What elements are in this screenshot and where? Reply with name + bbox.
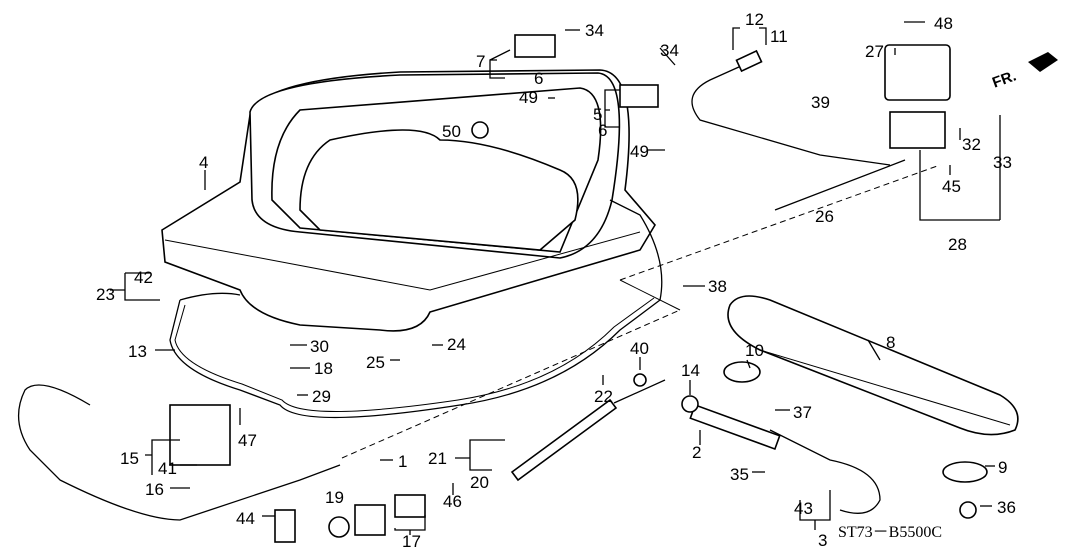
diagram-code: ST73－B5500C: [838, 524, 942, 541]
brake-light: [689, 404, 781, 450]
label-14: 14: [681, 361, 700, 380]
label-6: 6: [598, 121, 607, 140]
gas-strut: [510, 398, 618, 482]
label-11: 11: [770, 27, 788, 46]
bracket-9: [942, 461, 988, 483]
label-5: 5: [593, 105, 602, 124]
label-49: 49: [519, 88, 538, 107]
clip-36: [959, 501, 977, 519]
label-7: 7: [476, 52, 485, 71]
label-32: 32: [962, 135, 981, 154]
spoiler: [727, 295, 1019, 436]
label-19: 19: [325, 488, 344, 507]
label-15: 15: [120, 449, 139, 468]
label-50: 50: [442, 122, 461, 141]
label-3: 3: [818, 531, 827, 550]
label-43: 43: [794, 499, 813, 518]
opener-cable: [17, 384, 341, 521]
label-38: 38: [708, 277, 727, 296]
label-16: 16: [145, 480, 164, 499]
label-13: 13: [128, 342, 147, 361]
label-48: 48: [934, 14, 953, 33]
bracket-10: [723, 361, 761, 383]
label-20: 20: [470, 473, 489, 492]
latch-28: [889, 111, 946, 149]
label-30: 30: [310, 337, 329, 356]
label-41: 41: [158, 459, 177, 478]
part-labels: 34 7 6 49 50 34 5 6 49 12 11 39 48 27 32…: [96, 10, 1016, 551]
weatherstrip: [169, 199, 663, 419]
latch-cover-27: [884, 44, 951, 101]
label-6: 6: [534, 69, 543, 88]
label-44: 44: [236, 509, 255, 528]
cylinder-17b: [394, 494, 426, 518]
label-34: 34: [585, 21, 604, 40]
label-34: 34: [660, 41, 679, 60]
leader-lines: [110, 21, 1001, 535]
label-23: 23: [96, 285, 115, 304]
pad-44: [274, 509, 296, 543]
label-45: 45: [942, 177, 961, 196]
label-36: 36: [997, 498, 1016, 517]
label-33: 33: [993, 153, 1012, 172]
hinge-part-7: [514, 34, 556, 58]
lock-assembly-15: [169, 404, 231, 466]
label-27: 27: [865, 42, 884, 61]
hinge-part-5: [619, 84, 659, 108]
label-22: 22: [594, 387, 613, 406]
label-40: 40: [630, 339, 649, 358]
label-39: 39: [811, 93, 830, 112]
plug-50: [471, 121, 489, 139]
label-28: 28: [948, 235, 967, 254]
label-29: 29: [312, 387, 331, 406]
bumper-14: [681, 395, 699, 413]
label-25: 25: [366, 353, 385, 372]
label-17: 17: [402, 532, 421, 551]
label-2: 2: [692, 443, 701, 462]
label-12: 12: [745, 10, 764, 29]
label-10: 10: [745, 341, 764, 360]
label-1: 1: [398, 452, 407, 471]
label-42: 42: [134, 268, 153, 287]
tailgate-panel: [161, 69, 656, 332]
cylinder-17a: [354, 504, 386, 536]
grommet-19: [328, 516, 350, 538]
label-24: 24: [447, 335, 466, 354]
label-46: 46: [443, 492, 462, 511]
svg-text:FR.: FR.: [990, 67, 1019, 91]
label-49: 49: [630, 142, 649, 161]
front-direction-arrow: FR.: [990, 52, 1058, 92]
label-9: 9: [998, 458, 1007, 477]
label-18: 18: [314, 359, 333, 378]
label-37: 37: [793, 403, 812, 422]
label-47: 47: [238, 431, 257, 450]
clip-40: [633, 373, 647, 387]
label-26: 26: [815, 207, 834, 226]
release-cable: [691, 61, 891, 166]
label-4: 4: [199, 153, 208, 172]
label-8: 8: [886, 333, 895, 352]
label-21: 21: [428, 449, 447, 468]
label-35: 35: [730, 465, 749, 484]
